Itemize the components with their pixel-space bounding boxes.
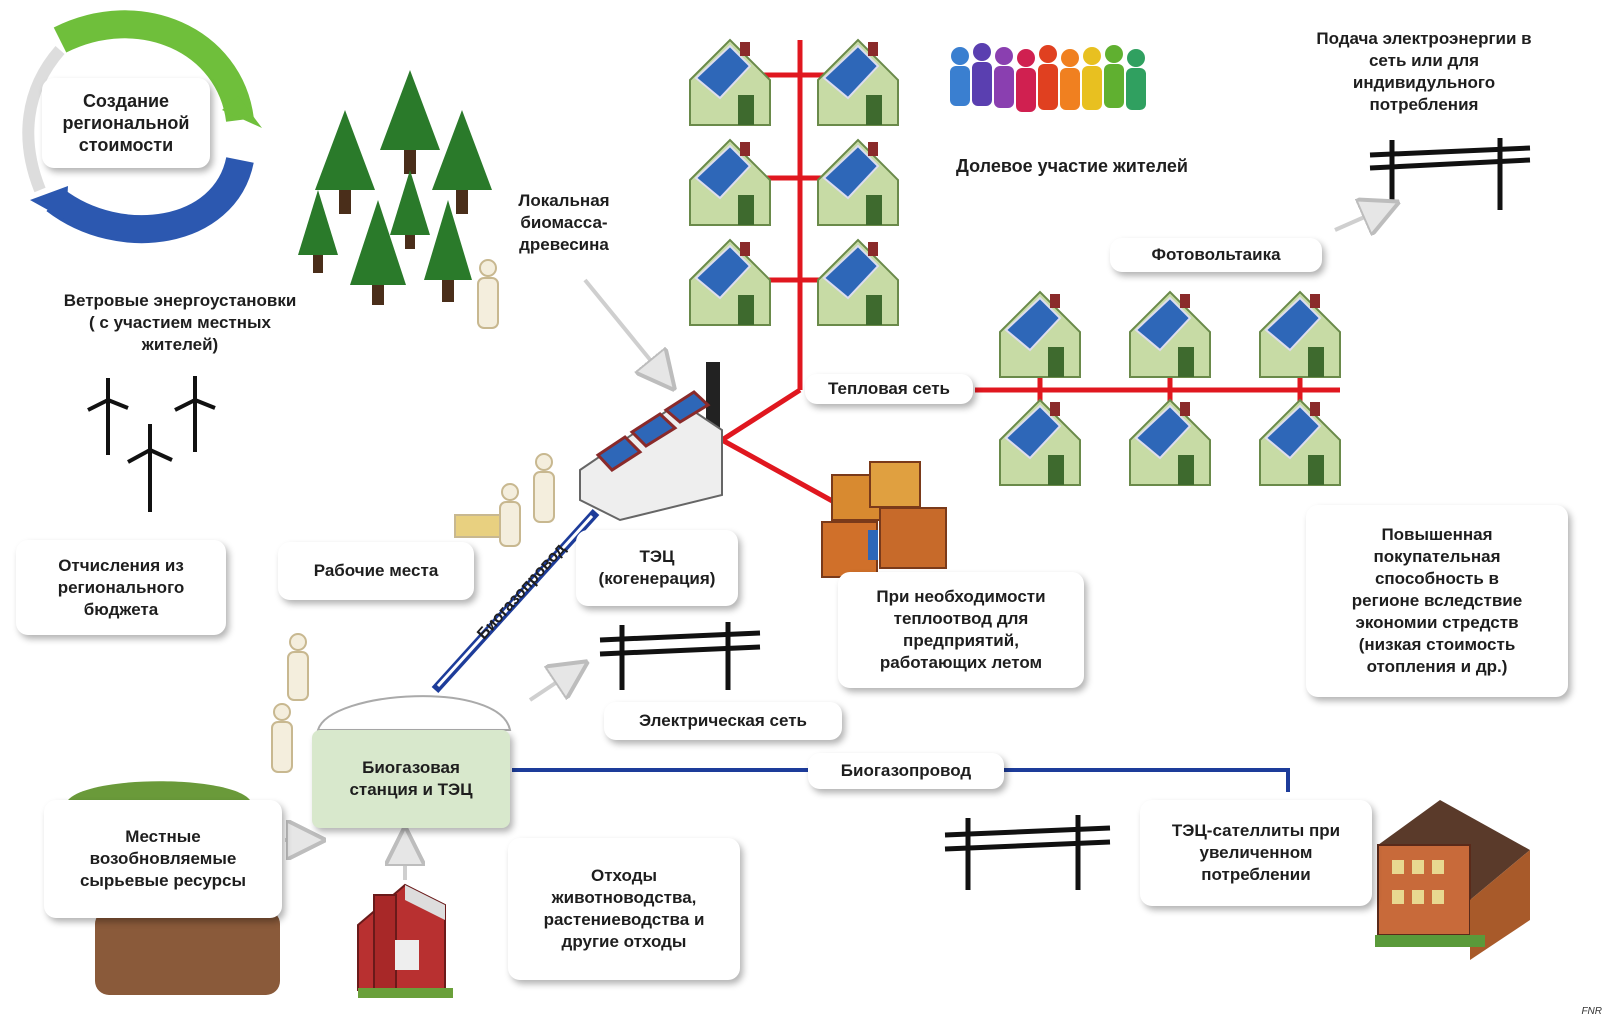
house-icon [817, 138, 899, 226]
tree [424, 200, 472, 302]
label-biogas-station: Биогазовая станция и ТЭЦ [312, 730, 510, 828]
label-grid-supply: Подача электроэнергии в сеть или для инд… [1316, 29, 1532, 114]
label-chp-cogeneration: ТЭЦ (когенерация) [576, 530, 738, 606]
power-line-icon [599, 622, 761, 690]
label-electric-grid: Электрическая сеть [604, 702, 842, 740]
house-icon [1259, 398, 1341, 486]
label-local-biomass: Локальная биомасса- древесина [518, 191, 610, 254]
house-icon [689, 138, 771, 226]
people-group-icon [950, 43, 1146, 112]
label-waste: Отходы животноводства, растениеводства и… [508, 838, 740, 980]
house-icon [999, 398, 1081, 486]
label-regional-value: Создание региональной стоимости [42, 78, 210, 168]
house-icon [689, 38, 771, 126]
house-icon [999, 290, 1081, 378]
house-icon [817, 38, 899, 126]
label-photovoltaics: Фотовольтаика [1110, 238, 1322, 272]
house-icon [1259, 290, 1341, 378]
arrow-feed-in [1334, 208, 1385, 230]
forest-icon [298, 70, 492, 305]
biogas-pipeline-diagonal-highlight [436, 514, 594, 688]
label-regional-budget: Отчисления из регионального бюджета [16, 540, 226, 635]
label-local-resources: Местные возобновляемые сырьевые ресурсы [44, 800, 282, 918]
cycle-arrows-icon [22, 10, 262, 244]
label-jobs: Рабочие места [278, 542, 474, 600]
arrow-biomass [583, 278, 665, 378]
house-icon [1129, 290, 1211, 378]
tree [380, 70, 440, 174]
credit-label: FNR [1581, 1006, 1602, 1017]
label-heat-outlet: При необходимости теплоотвод для предпри… [838, 572, 1084, 688]
wind-turbine-icon [87, 376, 216, 512]
satellite-chp-building-icon [1375, 800, 1530, 960]
biogas-pipeline-line [512, 768, 1290, 792]
tree [315, 110, 375, 214]
house-icon [1129, 398, 1211, 486]
tree [350, 200, 406, 305]
tree [432, 110, 492, 214]
flow-arrows [285, 208, 1385, 880]
workers-icon [271, 259, 555, 773]
barn-icon [357, 883, 453, 998]
tree [390, 170, 430, 249]
house-icon [689, 238, 771, 326]
tree [298, 190, 338, 273]
biogas-dome-icon [316, 695, 512, 731]
power-line-icon [944, 815, 1111, 890]
label-purchasing-power: Повышенная покупательная способность в р… [1306, 505, 1568, 697]
power-line-icon [1369, 138, 1531, 210]
label-satellite-chp: ТЭЦ-сателлиты при увеличенном потреблени… [1140, 800, 1372, 906]
enterprise-buildings-icon [821, 461, 947, 578]
arrow-electric [528, 670, 575, 702]
label-wind-turbines: Ветровые энергоустановки ( с участием ме… [63, 291, 297, 354]
label-heat-network: Тепловая сеть [805, 374, 973, 404]
house-icon [817, 238, 899, 326]
chp-factory-icon [579, 362, 723, 522]
label-resident-participation: Долевое участие жителей [956, 156, 1188, 176]
label-biogas-pipeline: Биогазопровод [808, 753, 1004, 789]
